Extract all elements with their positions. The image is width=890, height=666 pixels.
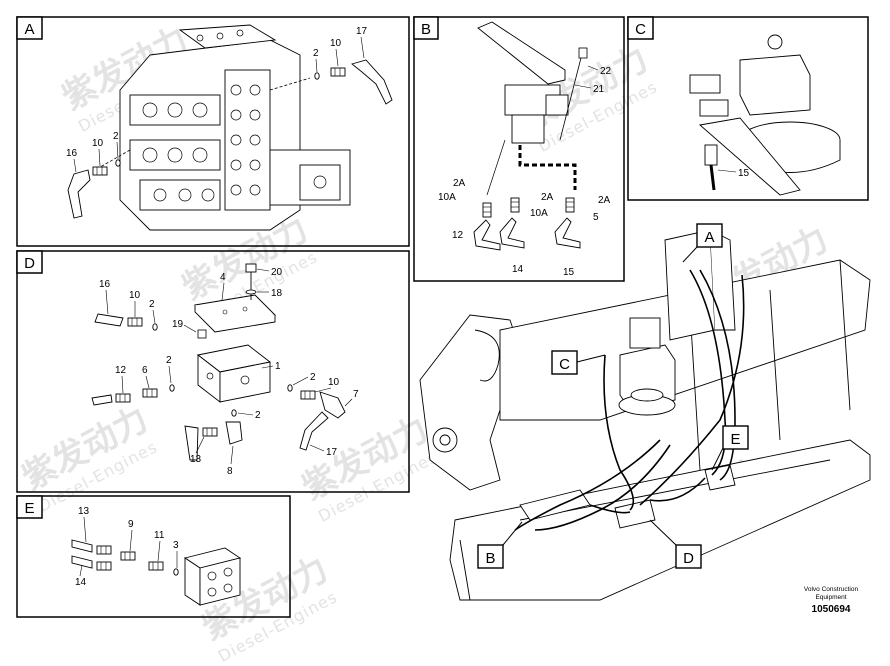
detail-panel-a: A: [16, 16, 410, 247]
svg-text:13: 13: [190, 454, 202, 465]
svg-text:14: 14: [512, 264, 524, 275]
svg-text:2A: 2A: [453, 178, 466, 189]
svg-text:10: 10: [330, 38, 342, 49]
panel-b-callouts: 22 21 2A 2A 2A 10A 10A 5 12 14 15: [438, 65, 612, 278]
panel-label-c: C: [635, 21, 646, 38]
detail-panel-c: C 15: [627, 16, 869, 201]
svg-text:20: 20: [271, 267, 283, 278]
overview-callouts: A C E B D: [477, 223, 749, 569]
svg-text:15: 15: [563, 267, 575, 278]
svg-text:2: 2: [310, 372, 316, 383]
svg-text:16: 16: [66, 148, 78, 159]
svg-text:10A: 10A: [438, 192, 456, 203]
overview-label-d: D: [683, 550, 694, 567]
svg-text:11: 11: [154, 530, 165, 541]
panel-e-callouts: 13 9 11 3 14: [75, 506, 179, 588]
svg-text:2: 2: [149, 299, 155, 310]
svg-text:22: 22: [600, 66, 612, 77]
overview-hoses: [514, 269, 745, 531]
overview-label-c: C: [559, 356, 570, 373]
svg-text:2: 2: [113, 131, 119, 142]
svg-text:3: 3: [173, 540, 179, 551]
detail-panel-d: D 4 20: [16, 250, 410, 493]
svg-text:7: 7: [353, 389, 359, 400]
svg-text:14: 14: [75, 577, 87, 588]
svg-text:8: 8: [227, 466, 233, 477]
overview-label-a: A: [704, 229, 714, 246]
svg-text:9: 9: [128, 519, 134, 530]
svg-text:15: 15: [738, 168, 750, 179]
svg-text:2: 2: [255, 410, 261, 421]
svg-text:1: 1: [275, 361, 281, 372]
detail-panel-b: B 22 21 2A 2A 2A 10A 10A 5 12 14: [413, 16, 625, 282]
svg-text:2: 2: [166, 355, 172, 366]
svg-text:10: 10: [129, 290, 141, 301]
svg-text:13: 13: [78, 506, 90, 517]
panel-d-callouts: 4 20 18 16 10 2 19 2 1 12 6 2 10: [99, 267, 359, 477]
panel-label-a: A: [24, 21, 34, 38]
svg-text:16: 16: [99, 279, 111, 290]
svg-text:5: 5: [593, 212, 599, 223]
svg-text:17: 17: [326, 447, 338, 458]
panel-label-d: D: [24, 255, 35, 272]
panel-label-b: B: [421, 21, 431, 38]
svg-text:2A: 2A: [541, 192, 554, 203]
document-number: 1050694: [811, 604, 851, 615]
svg-text:19: 19: [172, 319, 184, 330]
svg-text:10: 10: [92, 138, 104, 149]
svg-text:12: 12: [115, 365, 127, 376]
svg-text:10: 10: [328, 377, 340, 388]
overview-label-b: B: [485, 550, 495, 567]
svg-text:6: 6: [142, 365, 148, 376]
svg-text:12: 12: [452, 230, 464, 241]
panel-a-callouts: 17 10 2 16 10 2: [66, 26, 368, 173]
detail-panel-e: E 13 9 11 3 14: [16, 495, 291, 618]
svg-text:21: 21: [593, 84, 605, 95]
svg-text:2A: 2A: [598, 195, 611, 206]
publisher-credit: Volvo Construction Equipment: [803, 586, 859, 601]
overview-drawing: [419, 229, 871, 601]
svg-text:17: 17: [356, 26, 368, 37]
svg-text:10A: 10A: [530, 208, 548, 219]
overview-label-e: E: [730, 431, 740, 448]
panel-c-callouts: 15: [717, 168, 750, 179]
svg-text:4: 4: [220, 272, 226, 283]
svg-text:2: 2: [313, 48, 319, 59]
parts-diagram: A: [16, 16, 871, 618]
svg-text:18: 18: [271, 288, 283, 299]
panel-label-e: E: [24, 500, 34, 517]
